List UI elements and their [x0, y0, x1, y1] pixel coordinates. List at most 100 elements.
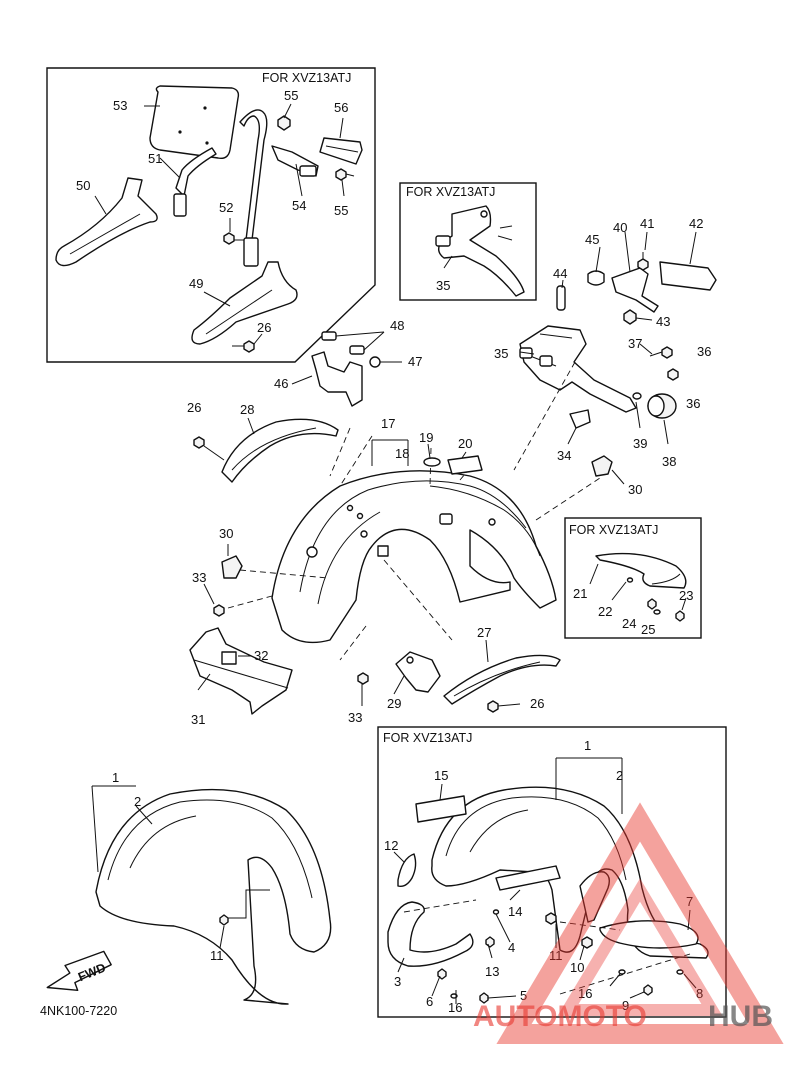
part-label: 16: [578, 986, 592, 1001]
part-label: 55: [334, 203, 348, 218]
part-label: 32: [254, 648, 268, 663]
part-label: 48: [390, 318, 404, 333]
backrest-pad: [149, 85, 240, 160]
seat-lock-bracket-variant: [437, 205, 525, 297]
part-label: 7: [686, 894, 693, 909]
fender-rail-left: [221, 418, 339, 483]
part-label: 4: [508, 940, 515, 955]
variant-box-fender-rail: [564, 517, 702, 639]
variant-box-backrest: [46, 67, 376, 363]
part-label: 50: [76, 178, 90, 193]
part-label: 30: [219, 526, 233, 541]
variant-box-front-fender: [377, 726, 727, 1018]
part-label: 53: [113, 98, 127, 113]
forward-direction-arrow-icon: [46, 950, 112, 992]
part-label: 2: [134, 794, 141, 809]
reflector-plate: [659, 261, 717, 291]
part-label: 34: [557, 448, 571, 463]
backrest-clamp: [319, 137, 363, 165]
front-fender: [95, 788, 332, 1005]
part-label: 15: [434, 768, 448, 783]
part-label: 1: [584, 738, 591, 753]
part-label: 18: [395, 446, 409, 461]
watermark-text-secondary: HUB: [708, 1000, 773, 1033]
part-label: 28: [240, 402, 254, 417]
variant-box-seat-lock: [399, 182, 537, 301]
part-label: 44: [553, 266, 567, 281]
fender-tip-3: [387, 901, 474, 967]
diagram-code: 4NK100-7220: [40, 1004, 117, 1018]
part-label: 25: [641, 622, 655, 637]
part-label: 40: [613, 220, 627, 235]
part-label: 56: [334, 100, 348, 115]
part-label: 8: [696, 986, 703, 1001]
part-label: 31: [191, 712, 205, 727]
part-label: 42: [689, 216, 703, 231]
part-label: 16: [448, 1000, 462, 1015]
fender-tip-12: [397, 853, 417, 888]
part-label: 26: [187, 400, 201, 415]
part-label: 41: [640, 216, 654, 231]
part-label: 36: [686, 396, 700, 411]
watermark-text-primary: AUTOMOTO: [473, 1000, 647, 1033]
cable-clip: [569, 409, 591, 429]
variant-box-label: FOR XVZ13ATJ: [569, 523, 658, 537]
part-label: 5: [520, 988, 527, 1003]
part-label: 14: [508, 904, 522, 919]
backrest-side-plate-right: [191, 261, 298, 345]
fender-trim: [595, 552, 687, 589]
seat-lock-bracket: [519, 325, 637, 413]
part-label: 43: [656, 314, 670, 329]
backrest-side-plate-left: [55, 177, 158, 267]
part-number-labels: 53 55 56 51 50 52 54 55 49 26 48 47 46 4…: [76, 88, 711, 1015]
part-label: 11: [210, 948, 224, 963]
part-label: 33: [348, 710, 362, 725]
part-label: 46: [274, 376, 288, 391]
part-label: 45: [585, 232, 599, 247]
variant-box-label: FOR XVZ13ATJ: [406, 185, 495, 199]
part-label: 30: [628, 482, 642, 497]
variant-box-label: FOR XVZ13ATJ: [262, 71, 351, 85]
part-label: 33: [192, 570, 206, 585]
part-label: 36: [697, 344, 711, 359]
part-label: 49: [189, 276, 203, 291]
part-label: 38: [662, 454, 676, 469]
part-label: 55: [284, 88, 298, 103]
part-label: 29: [387, 696, 401, 711]
part-label: 12: [384, 838, 398, 853]
part-label: 26: [530, 696, 544, 711]
rear-fender: [271, 470, 557, 644]
part-label: 10: [570, 960, 584, 975]
backrest-stay: [239, 109, 268, 241]
part-label: 19: [419, 430, 433, 445]
watermark-logo: [496, 802, 784, 1044]
part-label: 3: [394, 974, 401, 989]
part-label: 2: [616, 768, 623, 783]
part-label: 21: [573, 586, 587, 601]
part-label: 6: [426, 994, 433, 1009]
variant-box-label: FOR XVZ13ATJ: [383, 731, 472, 745]
damper: [591, 455, 613, 477]
part-label: 26: [257, 320, 271, 335]
seat-lock-lever: [611, 267, 659, 313]
part-label: 24: [622, 616, 636, 631]
part-label: 52: [219, 200, 233, 215]
part-label: 39: [633, 436, 647, 451]
part-label: 37: [628, 336, 642, 351]
part-label: 17: [381, 416, 395, 431]
part-label: 35: [436, 278, 450, 293]
part-label: 13: [485, 964, 499, 979]
part-label: 9: [622, 998, 629, 1013]
backrest-stay-lower: [175, 147, 217, 197]
part-label: 27: [477, 625, 491, 640]
grab-bar-bracket: [311, 351, 363, 407]
part-label: 51: [148, 151, 162, 166]
part-label: 47: [408, 354, 422, 369]
tail-cover: [189, 627, 293, 715]
emblem-plate: [415, 795, 467, 823]
part-label: 54: [292, 198, 306, 213]
fender-rail-right: [443, 654, 561, 705]
part-label: 22: [598, 604, 612, 619]
